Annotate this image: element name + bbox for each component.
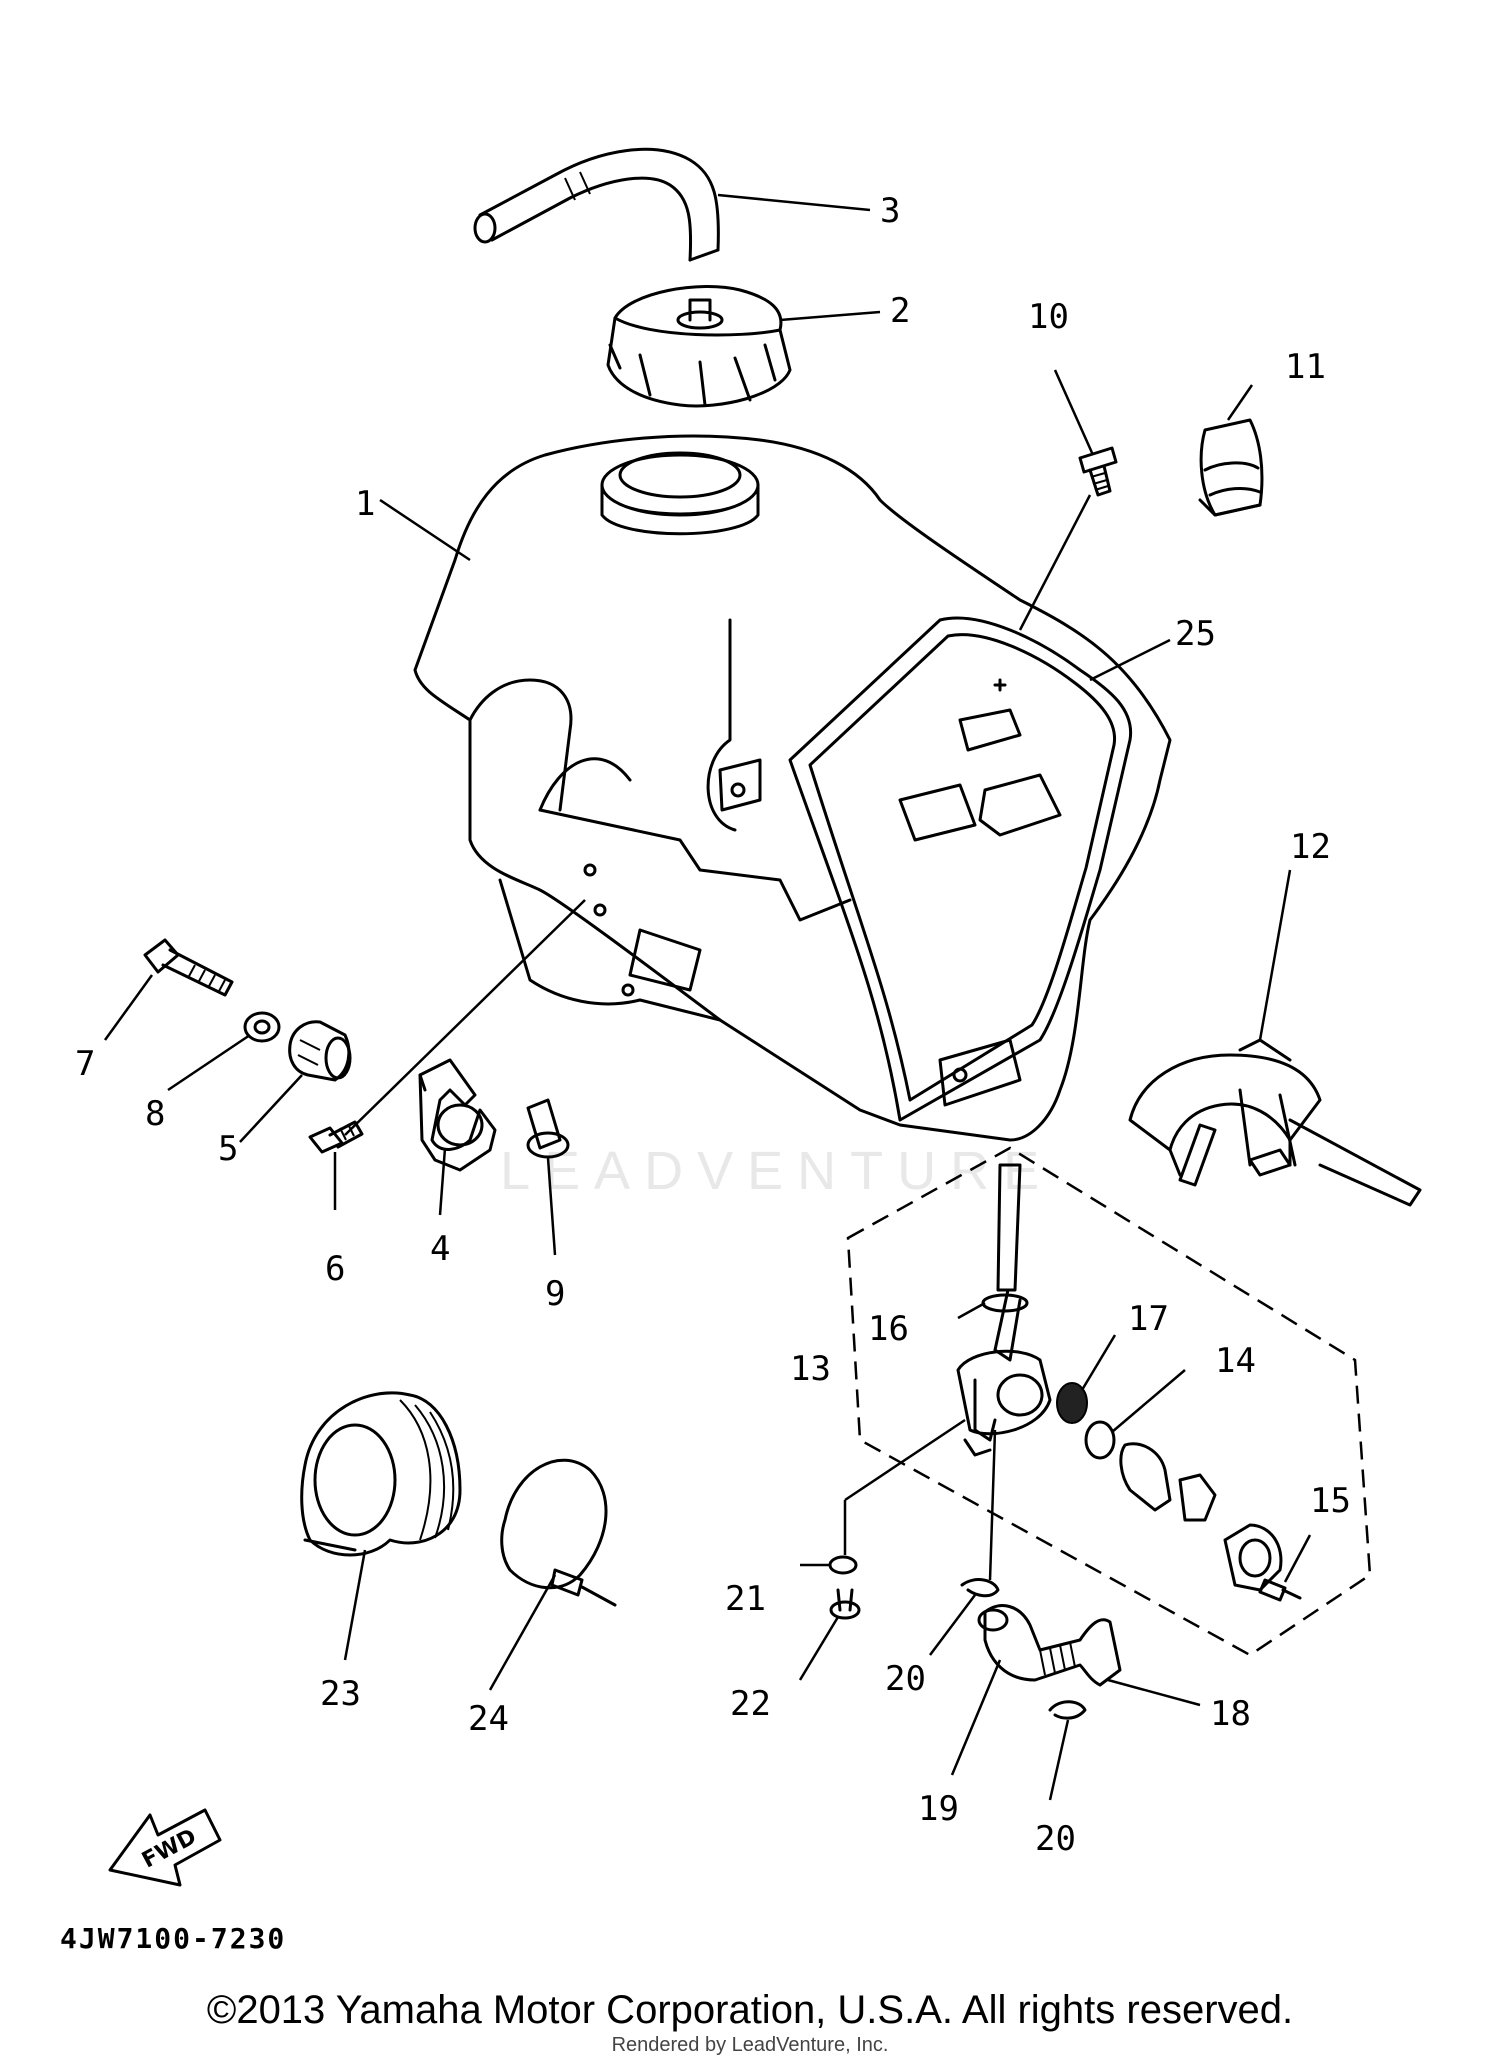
diagram-code: 4JW7100-7230 [60,1922,287,1955]
callout-10: 10 [1028,297,1069,337]
callout-18: 18 [1210,1694,1251,1734]
washer-21[interactable] [828,1555,858,1575]
callout-23: 23 [320,1674,361,1714]
band-24[interactable] [500,1458,617,1607]
o-ring-14[interactable] [1084,1420,1116,1460]
callout-1: 1 [355,484,375,524]
copyright-text: ©2013 Yamaha Motor Corporation, U.S.A. A… [206,1988,1294,2032]
hose-clip-20a[interactable] [960,1578,1000,1598]
callout-9: 9 [545,1274,565,1314]
screw-15[interactable] [1258,1578,1302,1602]
callout-19: 19 [918,1789,959,1829]
callout-11: 11 [1285,347,1326,387]
breather-hose[interactable] [473,147,720,262]
callout-2: 2 [890,291,910,331]
boot-23[interactable] [300,1391,462,1557]
clip-11[interactable] [1198,418,1264,517]
lever[interactable] [1119,1442,1283,1592]
washer-8[interactable] [243,1011,281,1043]
callout-7: 7 [75,1044,95,1084]
bracket-4[interactable] [418,1058,497,1172]
seal-17[interactable] [1056,1382,1088,1424]
callout-4: 4 [430,1229,450,1269]
collar-9[interactable] [526,1098,570,1159]
callout-15: 15 [1310,1481,1351,1521]
callout-5: 5 [218,1129,238,1169]
callouts: 1 2 3 4 5 6 7 8 9 10 11 12 13 14 15 16 1… [75,191,1351,1859]
callout-17: 17 [1128,1299,1169,1339]
fuel-tank[interactable] [413,434,1172,1142]
fwd-label: FWD [138,1824,201,1873]
callout-14: 14 [1215,1341,1256,1381]
guide-12[interactable] [1128,1038,1422,1207]
fuel-cap[interactable] [606,285,792,408]
callout-25: 25 [1175,614,1216,654]
callout-20b: 20 [1035,1819,1076,1859]
watermark-text: LEADVENTURE [500,1141,1054,1201]
callout-13: 13 [790,1349,831,1389]
callout-8: 8 [145,1094,165,1134]
fwd-arrow-icon [108,1808,222,1887]
callout-6: 6 [325,1249,345,1289]
fuel-cock-assembly[interactable] [846,1146,1372,1657]
callout-12: 12 [1290,827,1331,867]
callout-20a: 20 [885,1659,926,1699]
callout-21: 21 [725,1579,766,1619]
callout-22: 22 [730,1684,771,1724]
screw-10[interactable] [1078,446,1118,497]
grommet-5[interactable] [288,1020,352,1082]
callout-24: 24 [468,1699,509,1739]
screw-22[interactable] [829,1588,861,1620]
callout-3: 3 [880,191,900,231]
leader-lines [103,193,1312,1801]
bolt-7[interactable] [143,938,234,997]
rendered-by-text: Rendered by LeadVenture, Inc. [611,2034,889,2056]
callout-16: 16 [868,1309,909,1349]
fuel-hose[interactable] [977,1604,1122,1687]
hose-clip-20b[interactable] [1048,1700,1087,1720]
